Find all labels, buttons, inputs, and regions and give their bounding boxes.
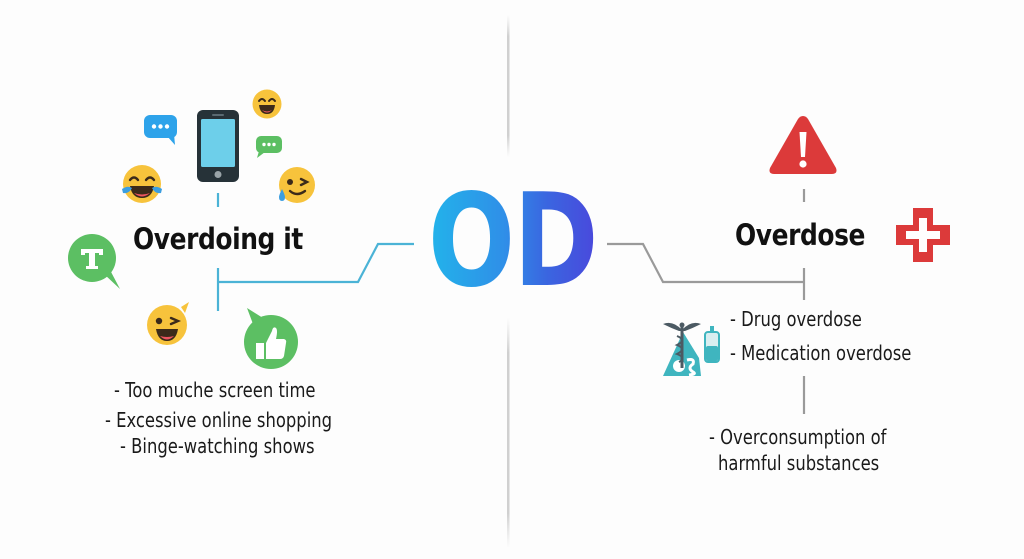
list-item: - Medication overdose [730, 341, 912, 365]
thumbs-up-bubble-icon [244, 308, 298, 369]
winking-sweat-emoji-icon [279, 167, 315, 203]
list-item: - Binge-watching shows [120, 434, 315, 458]
chat-bubble-blue-icon [144, 115, 177, 145]
grinning-emoji-icon [252, 89, 282, 119]
tears-of-joy-emoji-icon [122, 165, 162, 203]
center-divider [507, 15, 510, 548]
right-title: Overdose [735, 218, 865, 252]
list-item: - Drug overdose [730, 307, 862, 331]
list-item: - Excessive online shopping [105, 408, 333, 432]
chat-bubble-green-icon [256, 136, 282, 158]
red-cross-icon [896, 208, 950, 262]
text-chat-bubble-icon [68, 234, 120, 289]
caduceus-medicine-icon [663, 322, 720, 377]
left-title: Overdoing it [133, 222, 303, 256]
list-item: - Too muche screen time [114, 378, 316, 402]
winking-tongue-emoji-icon [147, 302, 189, 345]
right-connector [607, 189, 806, 414]
list-item: - Overconsumption of [709, 425, 887, 449]
list-item: harmful substances [718, 451, 880, 475]
left-connector [216, 193, 414, 311]
smartphone-icon [197, 110, 239, 182]
center-od-label: OD [428, 167, 598, 316]
warning-triangle-icon [769, 116, 837, 174]
